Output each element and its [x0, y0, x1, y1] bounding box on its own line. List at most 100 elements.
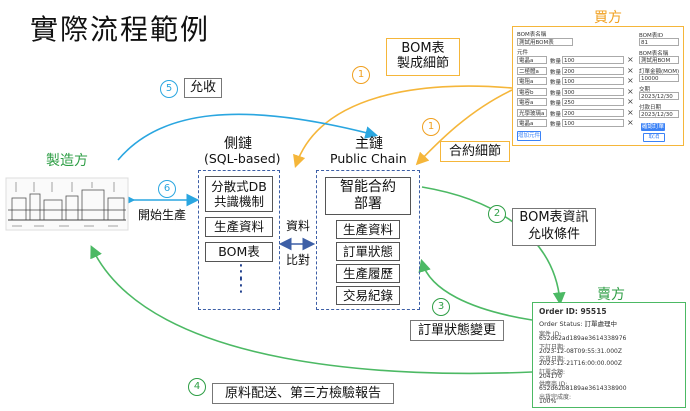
sidechain-item-bom-label: BOM表 [218, 244, 260, 259]
step-4-badge: 4 [188, 378, 206, 396]
order-field-value: 204170 [539, 372, 562, 380]
mainchain-item-contract: 智能合約 部署 [325, 177, 411, 215]
mainchain-title: 主鏈 [355, 136, 383, 152]
compare-label-top: 資料 [286, 219, 311, 233]
remove-row-icon[interactable]: × [627, 107, 634, 117]
order-field-label: 交貨日期: [539, 356, 566, 363]
add-element-button[interactable]: 增加元件 [517, 131, 541, 141]
bom-item-select[interactable]: 電容a [517, 98, 547, 106]
mainchain-box [316, 170, 420, 310]
step-1-bom-line-2: 製成細節 [396, 56, 449, 71]
start-production-label: 開始生產 [138, 208, 187, 222]
order-field-value: 652d62ad189ae3614338976 [539, 335, 627, 342]
order-field-label: 訂單金額: [539, 368, 566, 376]
bom-name-field[interactable]: 測試用BOM表 [517, 38, 573, 46]
remove-row-icon[interactable]: × [627, 97, 634, 106]
order-field-value: 652d62b8189ae3614338900 [539, 385, 627, 392]
mainchain-item-order-status: 訂單狀態 [336, 242, 400, 261]
mainchain-item-order-status-label: 訂單狀態 [342, 244, 393, 259]
bom-item-select[interactable]: 光學玻璃a [517, 108, 547, 117]
mainchain-item-history: 生產履歷 [336, 264, 400, 283]
order-field-value: 2023-12-21T16:00:00.000Z [539, 360, 622, 367]
side-field-label-3: 交期 [639, 87, 651, 93]
step-2-bominfo-label: BOM表資訊 允收條件 [512, 208, 596, 246]
step-5-badge: 5 [160, 80, 178, 98]
side-field-value-2[interactable]: 10000 [639, 74, 679, 82]
remove-row-icon[interactable]: × [627, 65, 634, 75]
seller-label: 賣方 [597, 287, 625, 303]
submit-order-button[interactable]: 確認訂單 [641, 123, 665, 131]
element-header: 元件 [517, 50, 529, 56]
bom-qty-input[interactable]: 100 [562, 77, 624, 85]
bom-item-select[interactable]: 電晶a [517, 56, 547, 64]
remove-row-icon[interactable]: × [627, 55, 634, 64]
remove-row-icon[interactable]: × [627, 76, 634, 85]
step-1-bom-label: BOM表 製成細節 [386, 38, 460, 76]
sidechain-title: 側鏈 [224, 136, 252, 152]
sidechain-ellipsis-2: ⋮ [232, 275, 250, 296]
step-2-line-1: BOM表資訊 [519, 210, 589, 225]
step-2-badge: 2 [488, 205, 506, 223]
bom-qty-input[interactable]: 300 [562, 87, 624, 96]
step-1b-badge: 1 [422, 118, 440, 136]
bom-qty-input[interactable]: 100 [562, 119, 624, 127]
sidechain-item-consensus: 分散式DB 共識機制 [205, 176, 273, 212]
step-6-badge: 6 [158, 180, 176, 198]
order-field-value: 2023-12-08T09:55:31.000Z [539, 347, 622, 355]
arrow-bom-to-sidechain [293, 85, 513, 169]
side-field-value-3[interactable]: 2023/12/30 [639, 92, 679, 100]
arrow-status-to-mainchain [418, 258, 533, 321]
step-2-line-2: 允收條件 [527, 227, 580, 242]
manufacturer-label: 製造方 [46, 153, 88, 169]
bom-qty-label: 數量 [550, 59, 562, 65]
step-1-contract-text: 合約細節 [448, 144, 501, 159]
step-3-badge: 3 [432, 298, 450, 316]
remove-row-icon[interactable]: × [627, 118, 634, 127]
bom-item-select[interactable]: 電容b [517, 87, 547, 96]
sidechain-item-consensus-label: 分散式DB 共識機制 [211, 179, 267, 209]
bom-item-select[interactable]: 二極體a [517, 66, 547, 75]
arrow-accept-to-mainchain [117, 113, 379, 161]
mainchain-item-production-label: 生產資料 [342, 222, 393, 237]
seller-order-card: Order ID: 95515 Order Status: 訂單處理中 案件 I… [532, 302, 686, 408]
mainchain-item-history-label: 生產履歷 [342, 266, 393, 281]
step-3-status-label: 訂單狀態變更 [410, 320, 504, 341]
step-1-contract-label: 合約細節 [440, 141, 510, 162]
mainchain-item-transactions-label: 交易紀錄 [342, 288, 393, 303]
arrow-delivery-to-manufacturer [90, 245, 533, 375]
side-field-label-4: 付款日期 [639, 105, 662, 111]
buyer-label: 買方 [594, 10, 622, 26]
sidechain-item-bom: BOM表 [205, 242, 273, 262]
side-field-label-2: 訂單金額(MOM) [639, 69, 680, 75]
bom-qty-label: 數量 [550, 122, 562, 128]
bom-item-select[interactable]: 電晶a [517, 119, 547, 127]
bom-qty-input[interactable]: 200 [562, 66, 624, 75]
step-5-accept-text: 允收 [189, 80, 216, 95]
side-field-value-0[interactable]: 81 [639, 38, 679, 46]
side-field-value-1[interactable]: 測試用BOM [639, 56, 679, 64]
remove-row-icon[interactable]: × [627, 86, 634, 96]
arrow-contract-to-mainchain [415, 89, 513, 166]
side-field-value-4[interactable]: 2023/12/30 [639, 110, 679, 118]
step-4-delivery-label: 原料配送、第三方檢驗報告 [212, 383, 394, 404]
bom-name-header: BOM表名稱 [517, 32, 547, 38]
bom-item-select[interactable]: 電阻a [517, 77, 547, 85]
mainchain-item-contract-label: 智能合約 部署 [340, 179, 396, 212]
order-id: Order ID: 95515 [539, 307, 607, 316]
bom-qty-label: 數量 [550, 80, 562, 86]
bom-qty-label: 數量 [550, 101, 562, 107]
bom-qty-label: 數量 [550, 90, 562, 97]
step-5-accept-label: 允收 [184, 78, 222, 98]
mainchain-item-transactions: 交易紀錄 [336, 286, 400, 305]
bom-qty-input[interactable]: 200 [562, 108, 624, 117]
sidechain-item-production-label: 生產資料 [213, 219, 264, 234]
step-1-badge: 1 [352, 66, 370, 84]
order-field-label: 下訂日期: [539, 343, 566, 351]
bom-qty-input[interactable]: 100 [562, 56, 624, 64]
side-field-label-0: BOM表ID [639, 33, 664, 39]
cancel-button[interactable]: 取消 [643, 133, 665, 142]
order-status: Order Status: 訂單處理中 [539, 320, 618, 328]
step-4-delivery-text: 原料配送、第三方檢驗報告 [224, 386, 381, 401]
bom-qty-input[interactable]: 250 [562, 98, 624, 106]
